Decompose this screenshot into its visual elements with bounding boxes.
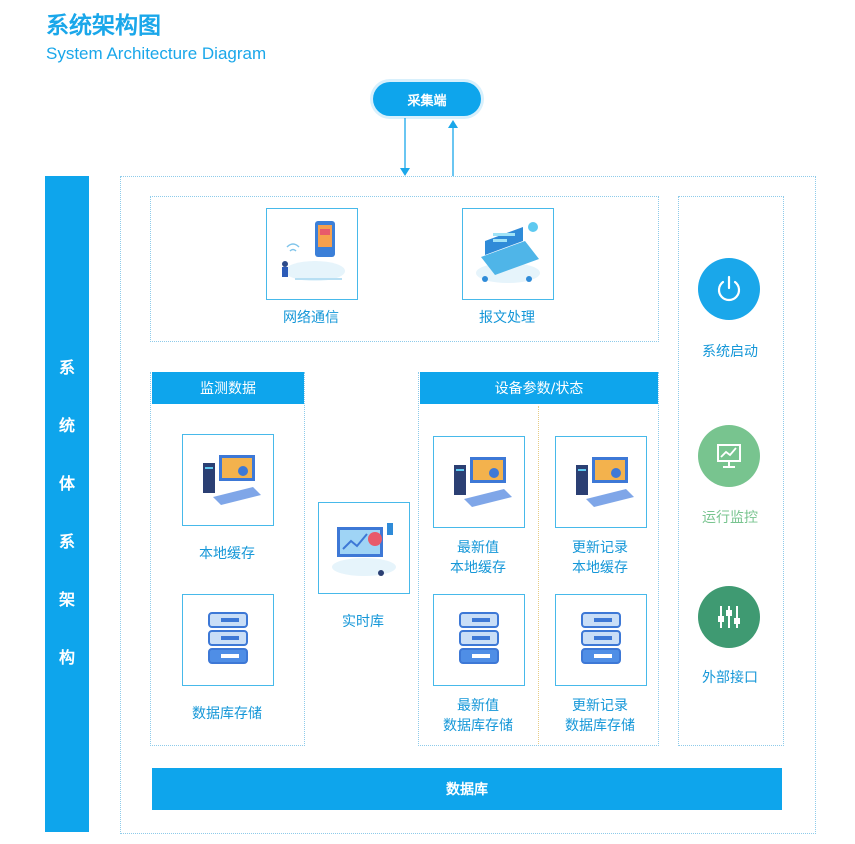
message-card: [462, 208, 554, 300]
database-bar: 数据库: [152, 768, 782, 810]
vbar-char: 架: [58, 590, 75, 609]
vbar-char: 系: [58, 358, 75, 377]
computer-icon: [203, 455, 261, 505]
latest-db-label: 最新值 数据库存储: [418, 696, 538, 736]
server-icon: [581, 612, 621, 664]
server-icon: [208, 612, 248, 664]
power-icon: [717, 275, 741, 302]
monitor-db-label: 数据库存储: [192, 706, 262, 722]
network-label: 网络通信: [283, 310, 339, 326]
message-label: 报文处理: [479, 310, 535, 326]
arrow-down-icon: [400, 168, 410, 176]
startup-label: 系统启动: [702, 344, 758, 360]
monitor-header: 监测数据: [152, 372, 304, 404]
realtime-label: 实时库: [342, 614, 384, 630]
computer-icon: [454, 457, 512, 507]
vbar-char: 系: [58, 532, 75, 551]
device-divider: [538, 406, 539, 744]
arrow-up-icon: [448, 120, 458, 128]
page-title: 系统架构图: [46, 13, 161, 39]
network-illustration-icon: [282, 221, 345, 281]
monitor-db-card: [182, 594, 274, 686]
update-cache-card: [555, 436, 647, 528]
message-illustration-icon: [476, 222, 540, 283]
update-db-line1: 更新记录: [572, 698, 628, 714]
connection-arrows: [400, 118, 458, 176]
latest-cache-card: [433, 436, 525, 528]
update-cache-label: 更新记录 本地缓存: [540, 538, 660, 578]
collector-node: 采集端: [373, 82, 481, 116]
latest-cache-line2: 本地缓存: [450, 560, 506, 576]
comm-section: [150, 196, 659, 342]
device-header: 设备参数/状态: [420, 372, 658, 404]
monitor-cache-card: [182, 434, 274, 526]
realtime-illustration-icon: [332, 523, 396, 576]
update-db-card: [555, 594, 647, 686]
update-db-line2: 数据库存储: [565, 718, 635, 734]
page-subtitle: System Architecture Diagram: [46, 44, 267, 63]
interface-badge: [698, 586, 760, 648]
monitor-badge: [698, 425, 760, 487]
startup-badge: [698, 258, 760, 320]
latest-cache-line1: 最新值: [457, 540, 499, 556]
latest-cache-label: 最新值 本地缓存: [418, 538, 538, 578]
latest-db-card: [433, 594, 525, 686]
latest-db-line1: 最新值: [457, 698, 499, 714]
vbar-char: 构: [58, 648, 75, 667]
realtime-card: [318, 502, 410, 594]
outer-frame: [120, 176, 816, 834]
update-cache-line1: 更新记录: [572, 540, 628, 556]
update-db-label: 更新记录 数据库存储: [540, 696, 660, 736]
right-panel: [678, 196, 784, 746]
interface-label: 外部接口: [702, 670, 758, 686]
system-vertical-bar: 系 统 体 系 架 构: [45, 176, 89, 832]
monitor-chart-icon: [717, 444, 741, 468]
latest-db-line2: 数据库存储: [443, 718, 513, 734]
network-card: [266, 208, 358, 300]
computer-icon: [576, 457, 634, 507]
sliders-icon: [718, 606, 740, 628]
update-cache-line2: 本地缓存: [572, 560, 628, 576]
monitor-label: 运行监控: [702, 510, 758, 526]
monitor-cache-label: 本地缓存: [199, 546, 255, 562]
vbar-char: 统: [58, 416, 75, 435]
vbar-char: 体: [58, 474, 75, 493]
server-icon: [459, 612, 499, 664]
